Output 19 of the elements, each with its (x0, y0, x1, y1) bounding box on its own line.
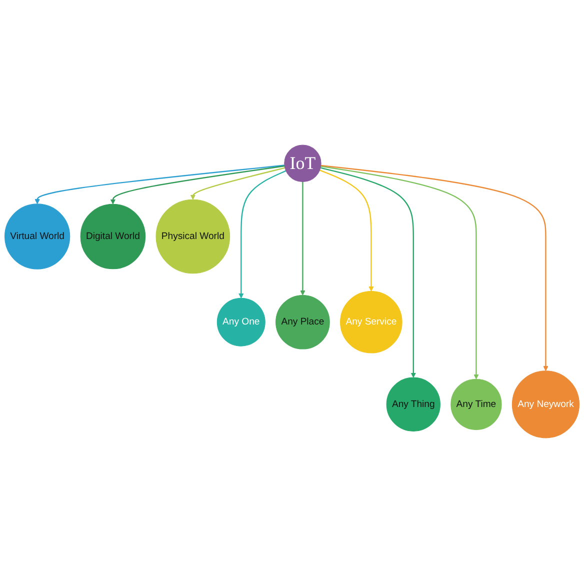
arrow (320, 166, 479, 380)
node-circle: Any Time (450, 378, 502, 430)
arrow (300, 182, 306, 296)
node-circle: Virtual World (4, 204, 70, 270)
arrow (320, 170, 374, 292)
arrow (320, 164, 548, 372)
node-circle: IoT (284, 144, 322, 182)
node-circle: Any Thing (386, 377, 440, 432)
arrow (238, 170, 286, 298)
node-circle: Physical World (156, 199, 230, 274)
node-circle: Any Place (276, 294, 330, 350)
node-circle: Digital World (80, 204, 146, 270)
node-circle: Any One (216, 298, 266, 346)
node-circle: Any Service (340, 290, 402, 354)
arrow (34, 164, 285, 204)
arrow (110, 165, 285, 204)
arrow (320, 167, 416, 378)
arrow (190, 167, 286, 200)
node-circle: Any Neywork (512, 370, 580, 438)
